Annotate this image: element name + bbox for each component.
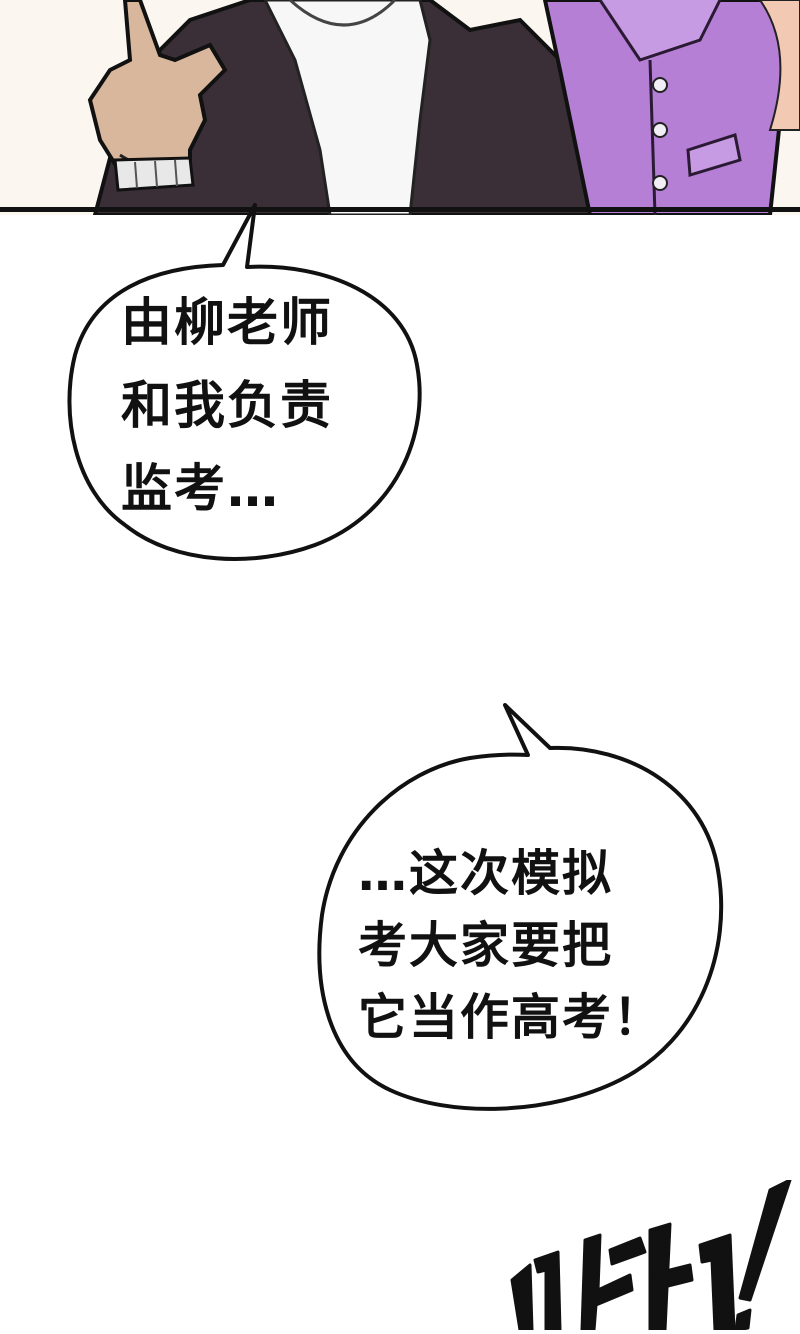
speech-bubble-2-outline: [317, 703, 724, 1111]
panel-border: [0, 207, 800, 212]
speech-bubble-2-text: …这次模拟 考大家要把 它当作高考！: [358, 838, 664, 1054]
speech-line: 考大家要把: [358, 917, 614, 974]
sound-effect-drawing: [500, 1178, 800, 1332]
speech-line: …这次模拟: [358, 845, 614, 902]
characters-illustration: [0, 0, 800, 215]
speech-bubble-1: 由柳老师 和我负责 监考…: [55, 195, 445, 575]
speech-line: 和我负责: [121, 377, 334, 436]
speech-bubble-1-text: 由柳老师 和我负责 监考…: [121, 282, 333, 531]
speech-line: 监考…: [121, 460, 281, 519]
speech-bubble-1-outline: [67, 203, 422, 561]
speech-line: 它当作高考！: [358, 989, 665, 1046]
top-illustration-panel: [0, 0, 800, 215]
sound-effect-strokes: [510, 1178, 792, 1332]
speech-line: 由柳老师: [121, 294, 334, 353]
speech-bubble-2: …这次模拟 考大家要把 它当作高考！: [300, 700, 740, 1140]
